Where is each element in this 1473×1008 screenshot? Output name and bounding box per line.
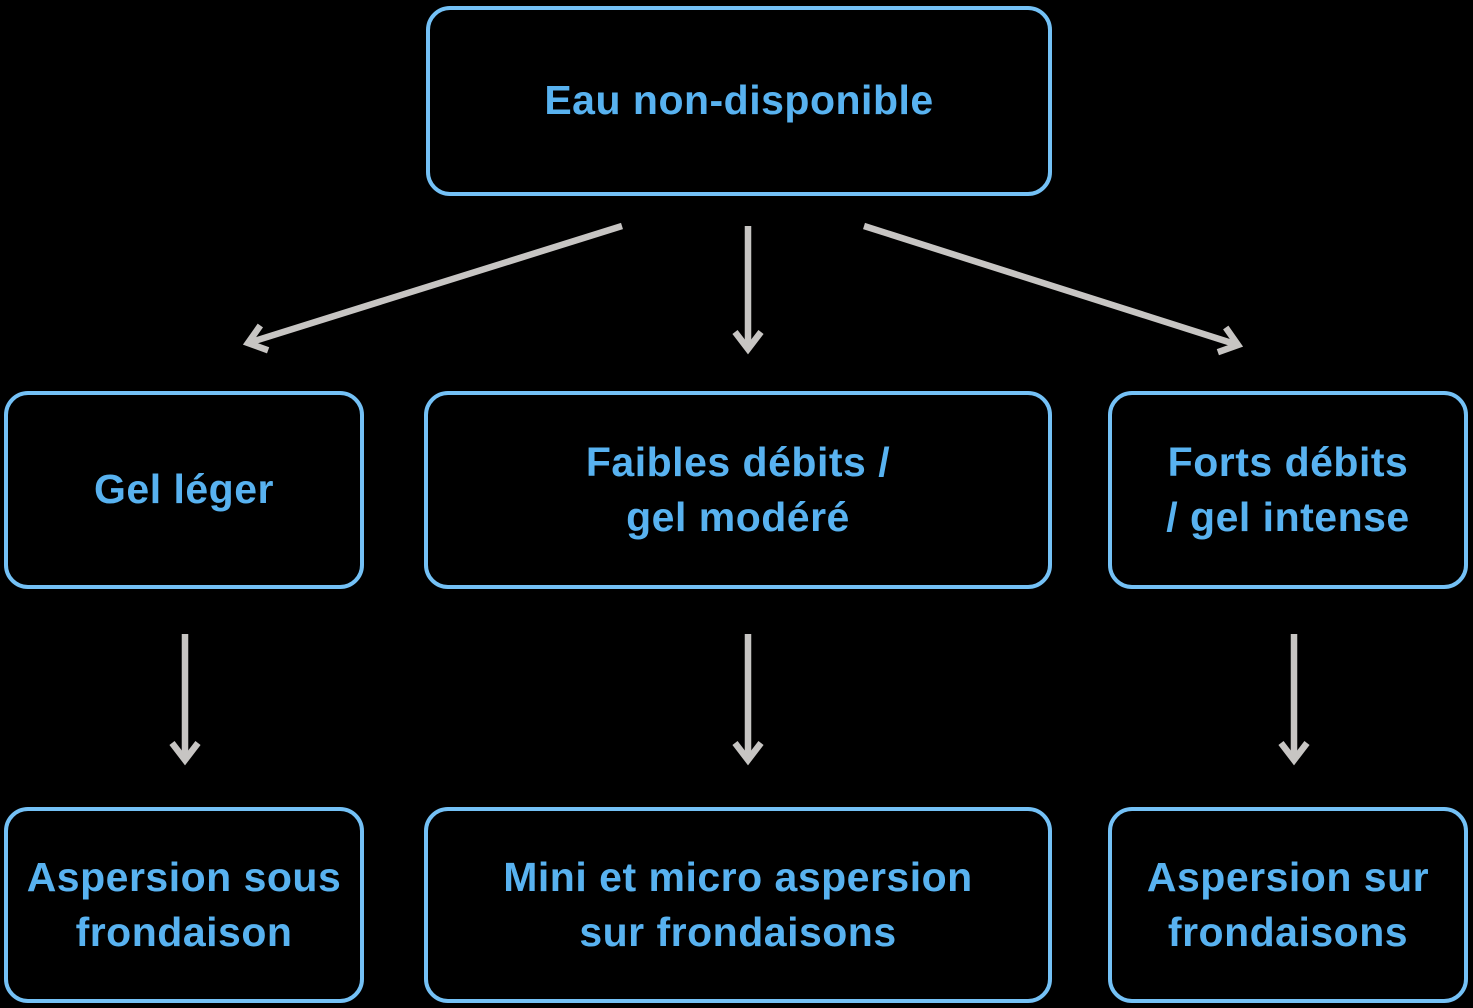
- node-aspersion-sur-frondaisons: Aspersion sur frondaisons: [1108, 807, 1468, 1003]
- arrow-root-to-gel-leger: [242, 222, 623, 354]
- node-aspersion-sur-frondaisons-label: Aspersion sur frondaisons: [1146, 853, 1430, 955]
- node-gel-leger: Gel léger: [4, 391, 364, 589]
- node-eau-non-disponible-label: Eau non-disponible: [544, 77, 934, 124]
- node-mini-micro-aspersion-label: Mini et micro aspersion sur frondaisons: [503, 853, 973, 955]
- node-aspersion-sous-frondaison: Aspersion sous frondaison: [4, 807, 364, 1003]
- node-gel-leger-label: Gel léger: [94, 466, 274, 513]
- node-faibles-debits-gel-modere: Faibles débits / gel modéré: [424, 391, 1052, 589]
- node-forts-debits-gel-intense-label: Forts débits / gel intense: [1166, 438, 1410, 540]
- node-mini-micro-aspersion: Mini et micro aspersion sur frondaisons: [424, 807, 1052, 1003]
- arrow-root-to-forts-debits: [863, 222, 1244, 356]
- node-eau-non-disponible: Eau non-disponible: [426, 6, 1052, 196]
- node-faibles-debits-gel-modere-label: Faibles débits / gel modéré: [585, 438, 891, 540]
- node-aspersion-sous-frondaison-label: Aspersion sous frondaison: [26, 853, 342, 955]
- node-forts-debits-gel-intense: Forts débits / gel intense: [1108, 391, 1468, 589]
